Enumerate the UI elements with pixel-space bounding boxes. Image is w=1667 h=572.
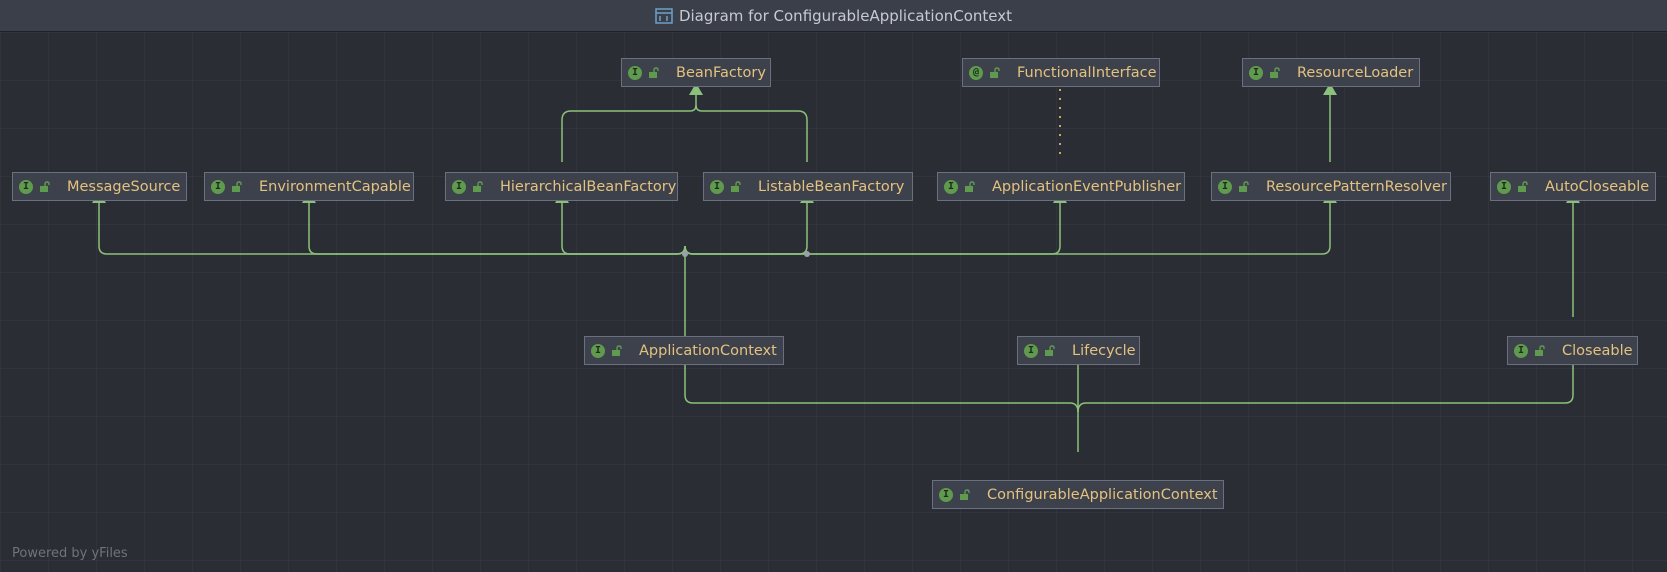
edge-hierarchical-to-beanfactory bbox=[561, 92, 697, 162]
node-listablebeanfactory[interactable]: I ListableBeanFactory bbox=[703, 172, 913, 201]
node-label: ApplicationEventPublisher bbox=[992, 178, 1182, 195]
node-closeable[interactable]: I Closeable bbox=[1507, 336, 1638, 365]
lock-icon bbox=[1238, 181, 1250, 192]
node-functionalinterface[interactable]: @ FunctionalInterface bbox=[962, 58, 1160, 87]
window-title: Diagram for ConfigurableApplicationConte… bbox=[678, 6, 1013, 25]
window-titlebar: Diagram for ConfigurableApplicationConte… bbox=[0, 0, 1667, 32]
node-messagesource[interactable]: I MessageSource bbox=[12, 172, 187, 201]
node-resourcepatternresolver[interactable]: I ResourcePatternResolver bbox=[1211, 172, 1451, 201]
node-label: ResourcePatternResolver bbox=[1266, 178, 1447, 195]
node-label: MessageSource bbox=[67, 178, 181, 195]
interface-badge-icon: I bbox=[452, 179, 466, 194]
lock-icon bbox=[39, 181, 51, 192]
lock-icon bbox=[648, 67, 660, 78]
node-label: ResourceLoader bbox=[1297, 64, 1414, 81]
edge-to-resourcepatternresolver bbox=[684, 200, 1331, 255]
powered-by-label: Powered by yFiles bbox=[12, 546, 128, 561]
node-applicationcontext[interactable]: I ApplicationContext bbox=[584, 336, 784, 365]
node-label: Lifecycle bbox=[1072, 342, 1136, 359]
lock-icon bbox=[1269, 67, 1281, 78]
edge-configurable-to-closeable bbox=[1077, 355, 1574, 413]
lock-icon bbox=[231, 181, 243, 192]
node-autocloseable[interactable]: I AutoCloseable bbox=[1490, 172, 1656, 201]
node-configurableapplicationcontext[interactable]: I ConfigurableApplicationContext bbox=[932, 480, 1224, 509]
diagram-canvas[interactable]: I BeanFactory @ FunctionalInterface I Re… bbox=[0, 32, 1667, 572]
interface-badge-icon: I bbox=[591, 343, 605, 358]
edge-junction bbox=[804, 251, 810, 257]
arrowhead-resourceloader bbox=[1323, 83, 1337, 95]
lock-icon bbox=[1517, 181, 1529, 192]
edge-listable-to-beanfactory bbox=[695, 104, 808, 162]
node-label: Closeable bbox=[1562, 342, 1633, 359]
arrowhead-beanfactory bbox=[689, 83, 703, 95]
interface-badge-icon: I bbox=[1249, 65, 1263, 80]
diagram-icon bbox=[655, 7, 673, 24]
interface-badge-icon: I bbox=[710, 179, 724, 194]
interface-badge-icon: I bbox=[939, 487, 953, 502]
interface-badge-icon: I bbox=[944, 179, 958, 194]
node-label: ListableBeanFactory bbox=[758, 178, 905, 195]
node-lifecycle[interactable]: I Lifecycle bbox=[1017, 336, 1140, 365]
interface-badge-icon: I bbox=[211, 179, 225, 194]
inheritance-edges bbox=[92, 83, 1580, 452]
node-environmentcapable[interactable]: I EnvironmentCapable bbox=[204, 172, 414, 201]
interface-badge-icon: I bbox=[1218, 179, 1232, 194]
edge-to-hierarchicalbeanfactory bbox=[561, 200, 686, 255]
interface-badge-icon: I bbox=[1514, 343, 1528, 358]
edge-to-applicationeventpublisher bbox=[684, 200, 1061, 255]
lock-icon bbox=[1534, 345, 1546, 356]
node-label: ConfigurableApplicationContext bbox=[987, 486, 1218, 503]
node-label: FunctionalInterface bbox=[1017, 64, 1157, 81]
node-hierarchicalbeanfactory[interactable]: I HierarchicalBeanFactory bbox=[445, 172, 678, 201]
lock-icon bbox=[611, 345, 623, 356]
edge-to-environmentcapable bbox=[308, 200, 686, 255]
node-label: BeanFactory bbox=[676, 64, 766, 81]
node-beanfactory[interactable]: I BeanFactory bbox=[621, 58, 771, 87]
interface-badge-icon: I bbox=[1024, 343, 1038, 358]
lock-icon bbox=[472, 181, 484, 192]
interface-badge-icon: I bbox=[1497, 179, 1511, 194]
lock-icon bbox=[1044, 345, 1056, 356]
lock-icon bbox=[730, 181, 742, 192]
lock-icon bbox=[964, 181, 976, 192]
node-applicationeventpublisher[interactable]: I ApplicationEventPublisher bbox=[937, 172, 1185, 201]
annotation-badge-icon: @ bbox=[969, 65, 983, 80]
edge-junction bbox=[682, 251, 688, 257]
node-label: ApplicationContext bbox=[639, 342, 777, 359]
interface-badge-icon: I bbox=[628, 65, 642, 80]
node-label: HierarchicalBeanFactory bbox=[500, 178, 677, 195]
lock-icon bbox=[959, 489, 971, 500]
node-label: AutoCloseable bbox=[1545, 178, 1650, 195]
edge-configurable-trunk bbox=[684, 355, 1079, 452]
node-label: EnvironmentCapable bbox=[259, 178, 411, 195]
lock-icon bbox=[989, 67, 1001, 78]
edge-to-messagesource bbox=[98, 200, 686, 255]
interface-badge-icon: I bbox=[19, 179, 33, 194]
edge-to-listablebeanfactory bbox=[684, 200, 808, 255]
node-resourceloader[interactable]: I ResourceLoader bbox=[1242, 58, 1420, 87]
